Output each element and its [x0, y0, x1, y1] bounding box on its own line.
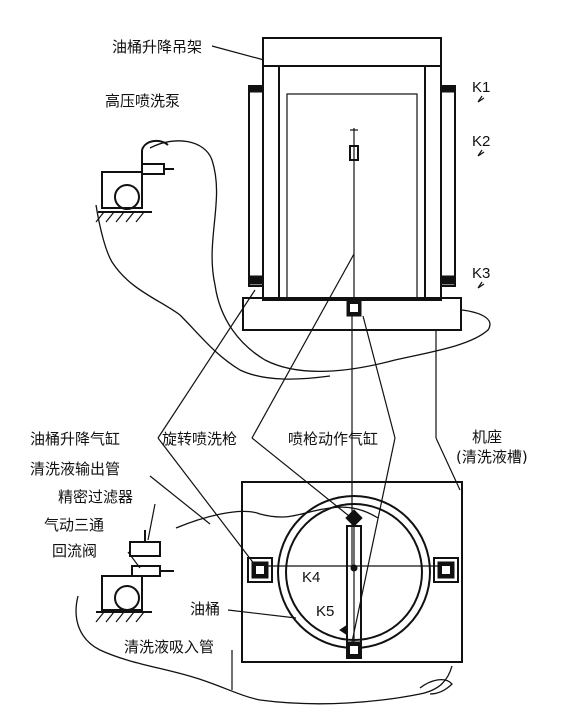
k5-valve — [339, 625, 347, 635]
leader-drum — [227, 609, 297, 619]
top-hose-outline — [149, 140, 491, 372]
label-k2: K2 — [472, 133, 490, 150]
lift-cylinder-left — [248, 85, 264, 287]
label-lift-cylinder: 油桶升降气缸 — [30, 430, 120, 448]
leader-hanger — [211, 45, 265, 61]
label-k4: K4 — [302, 569, 320, 586]
elevation-view — [95, 37, 491, 380]
bottom-drain-tip — [419, 678, 453, 695]
label-k5: K5 — [316, 603, 334, 620]
label-k3: K3 — [472, 265, 490, 282]
label-outlet-pipe: 清洗液输出管 — [30, 460, 120, 478]
lift-cylinder-right — [440, 85, 456, 287]
hp-pump-top — [95, 139, 174, 223]
leader-filter — [147, 503, 156, 541]
label-base: 机座 — [472, 428, 502, 446]
label-rotary-gun: 旋转喷洗枪 — [162, 430, 237, 448]
plan-cylinder-left — [247, 557, 273, 583]
precision-filter — [129, 530, 161, 557]
k4-valve — [350, 564, 358, 572]
label-inlet-pipe: 清洗液吸入管 — [124, 638, 214, 656]
gun-head — [345, 509, 363, 527]
label-valve-line2: 回流阀 — [52, 542, 97, 560]
label-oil-drum: 油桶 — [190, 600, 220, 618]
bottom-hose-outline-2 — [75, 595, 453, 705]
tick-k3 — [477, 281, 485, 289]
hanger-frame — [262, 37, 442, 301]
label-base-sub: (清洗液槽) — [456, 448, 528, 466]
label-precision-filter: 精密过滤器 — [58, 488, 133, 506]
plan-view — [75, 475, 463, 705]
leader-outlet — [149, 475, 211, 525]
tick-k1 — [477, 95, 485, 103]
three-way-valve — [131, 565, 174, 577]
label-valve-line1: 气动三通 — [44, 516, 104, 534]
top-hose-outline-2 — [95, 204, 331, 380]
plan-cylinder-right — [433, 557, 459, 583]
label-k1: K1 — [472, 79, 490, 96]
leader-valve — [127, 551, 141, 569]
plan-base — [241, 481, 463, 663]
label-hp-pump: 高压喷洗泵 — [105, 92, 180, 110]
tick-k2 — [477, 149, 485, 157]
bottom-hose-outline — [175, 506, 379, 529]
label-gun-cylinder: 喷枪动作气缸 — [288, 430, 378, 448]
hp-pump-bottom — [95, 575, 152, 623]
spray-gun-elevation — [346, 128, 362, 317]
label-hanger-frame: 油桶升降吊架 — [112, 38, 202, 56]
